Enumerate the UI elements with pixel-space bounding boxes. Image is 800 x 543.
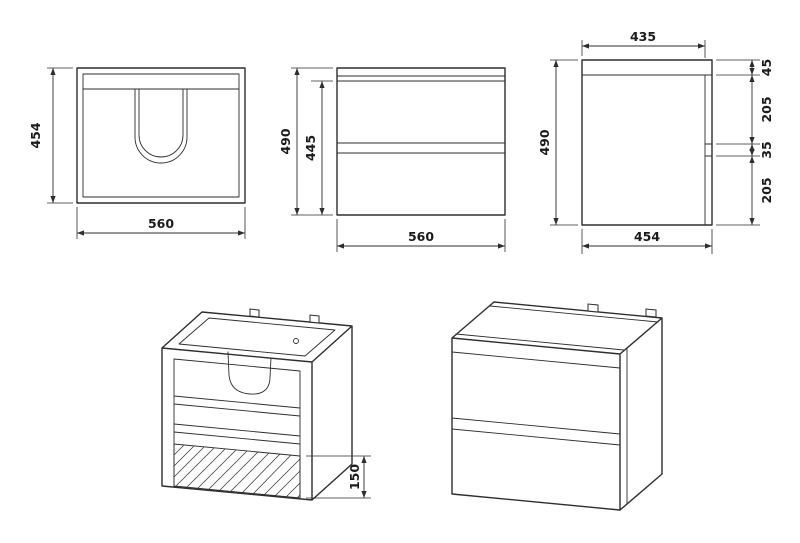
dim-extension-bottom-width [581,229,713,254]
top-view: 454 560 [28,67,246,239]
dim-label-top-width: 560 [148,216,174,231]
dim-label-segment-1: 45 [759,59,774,76]
side-view-drawer-gap [704,143,713,157]
dim-label-top-height: 454 [28,122,43,148]
iso-closed-mount-tabs [587,303,657,318]
iso-view-closed [451,301,663,511]
dim-extension-drawer-height [306,455,371,499]
iso-open-front-frame [173,358,301,499]
iso-open-outline [161,311,353,501]
front-view-outline [336,67,506,216]
dim-extension-right-segments [716,59,760,226]
iso-drawer-box-rails [173,395,301,445]
iso-closed-outline [451,301,663,511]
front-view-top-rail [336,75,506,82]
dim-label-segment-3: 35 [759,141,774,158]
top-view-outline [76,67,246,204]
iso-open-fixing-hole [293,338,299,344]
iso-closed-countertop-edges [455,305,659,351]
dim-label-front-inner-height: 445 [303,135,318,161]
dim-label-side-bottom-width: 454 [634,229,660,244]
iso-open-top-rim [178,317,336,357]
side-view-outline [581,59,713,226]
dim-label-segment-2: 205 [759,96,774,122]
iso-open-mount-tabs [249,308,320,324]
side-view: 435 490 454 45 205 35 205 [537,29,774,254]
dim-extension-height [47,67,73,204]
dim-label-front-width: 560 [408,229,434,244]
dim-extension-height [550,59,578,226]
iso-closed-drawer-gaps [451,351,621,446]
dim-label-segment-4: 205 [759,177,774,203]
iso-view-open: 150 [161,308,371,501]
drawer-front-hatching [173,444,301,499]
dim-label-front-height: 490 [278,128,293,154]
top-view-inner-wall [82,73,240,198]
dim-label-side-top-width: 435 [630,29,656,44]
sink-cutout [134,88,188,164]
dim-label-side-height: 490 [537,129,552,155]
dim-label-drawer-front-height: 150 [347,464,362,490]
sink-cutout-inner [138,88,184,158]
front-view: 490 445 560 [278,67,506,252]
front-view-drawer-gap [336,142,506,154]
iso-sink-basin [227,351,272,395]
